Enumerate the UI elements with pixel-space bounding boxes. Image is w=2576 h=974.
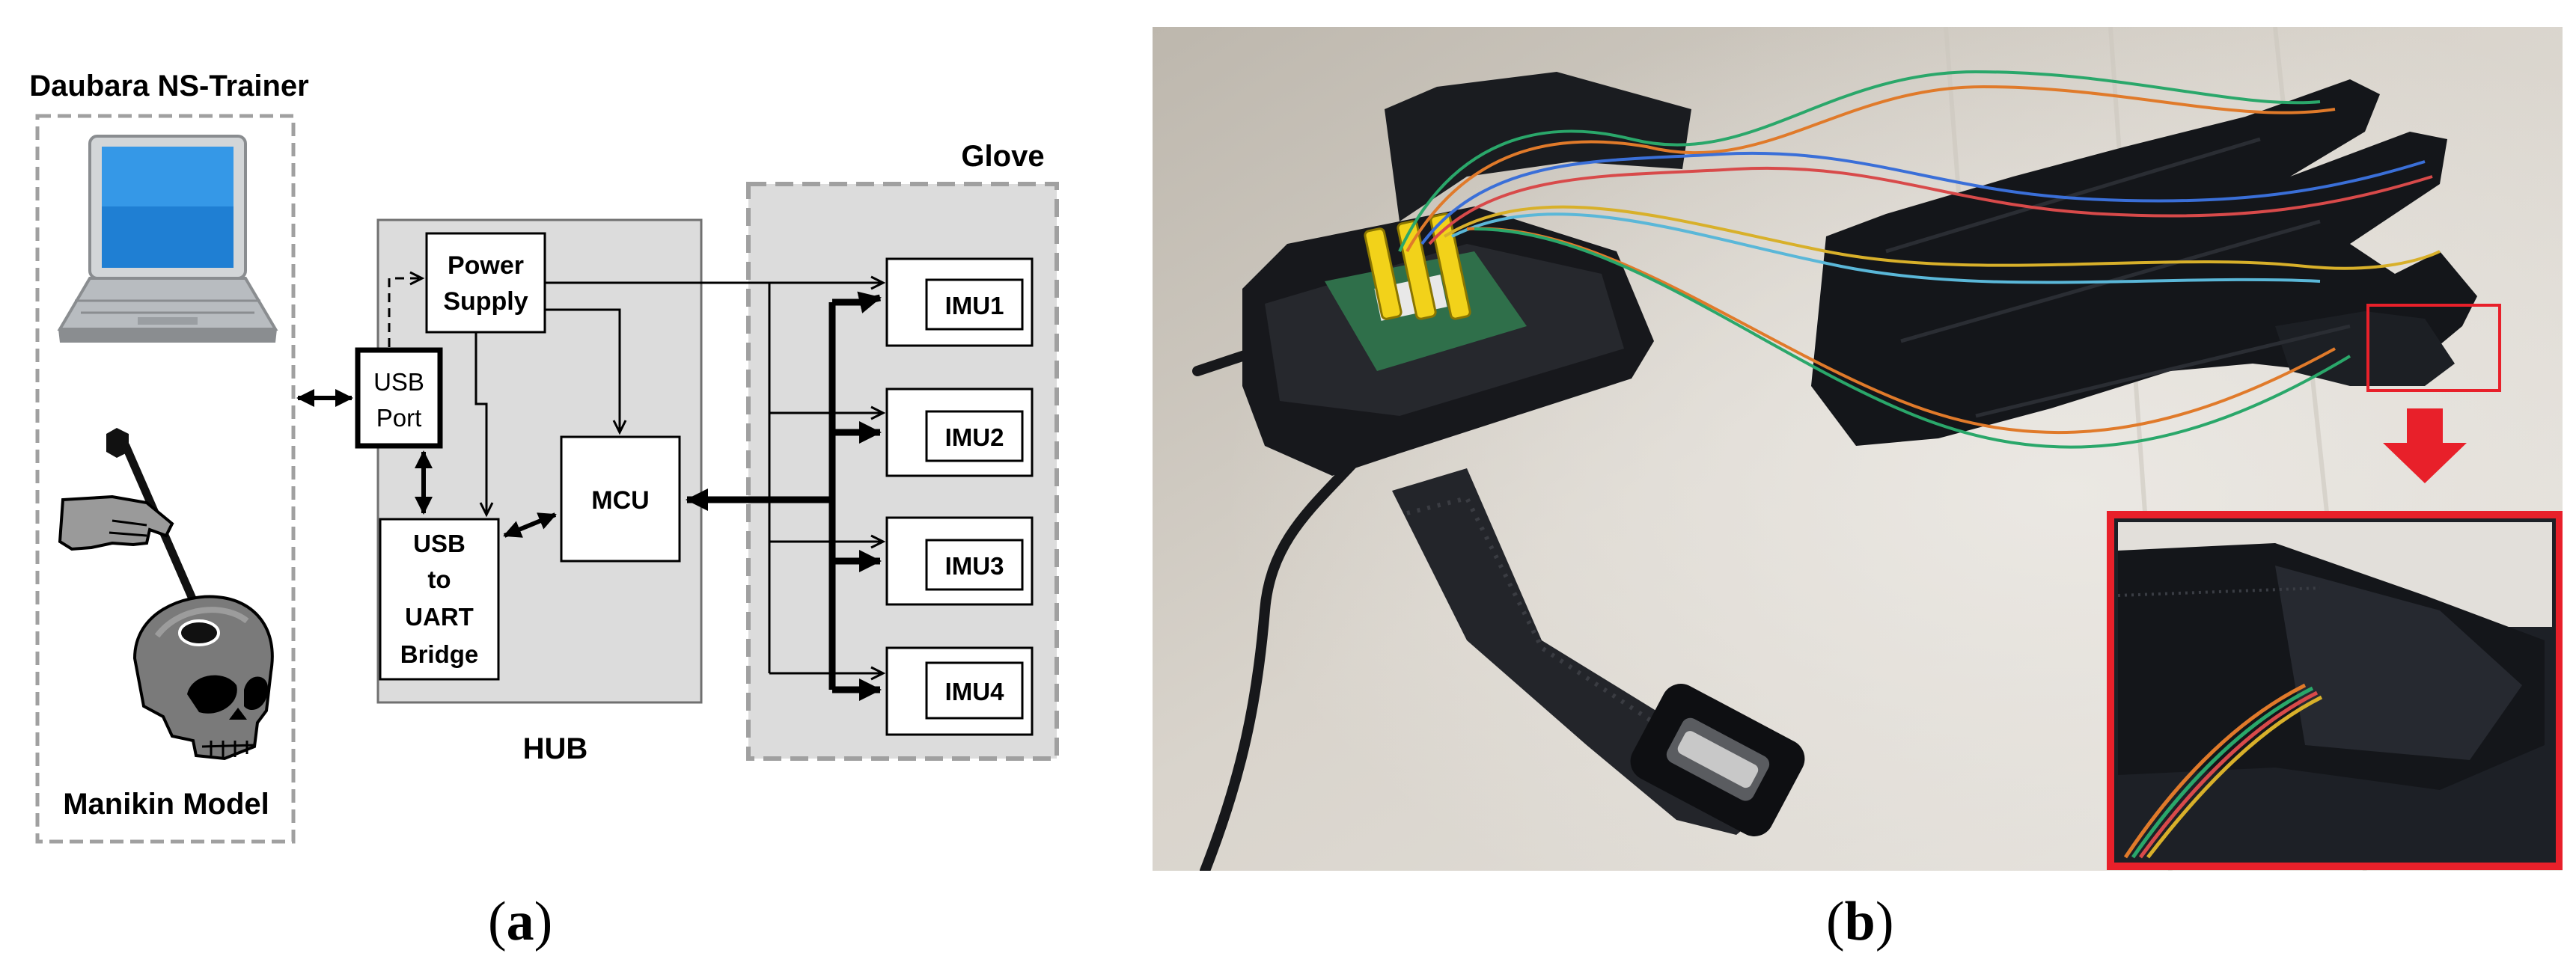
imu-block: IMU1 [885, 257, 1034, 347]
skull-manikin-icon [132, 595, 274, 761]
mcu-block [560, 435, 681, 563]
laptop-icon [57, 135, 278, 343]
caption-b: (b) [1826, 891, 1894, 952]
imu-block: IMU4 [885, 646, 1034, 736]
fingertip-highlight-box [2366, 304, 2501, 392]
usb-port-block [355, 347, 443, 449]
imu-label: IMU4 [945, 678, 1004, 705]
trainer-label: Daubara NS-Trainer [29, 70, 308, 102]
bridge-label-line1: USB [413, 530, 466, 557]
bridge-label-line4: Bridge [400, 640, 479, 668]
imu-block: IMU3 [885, 516, 1034, 606]
bridge-label-line2: to [427, 566, 451, 593]
hub-block-diagram: Daubara NS-Trainer Manikin Model HUB Glo… [29, 70, 1059, 844]
glove-prototype-photo [1153, 27, 2563, 871]
power-supply-block [425, 232, 546, 334]
bridge-label-line3: UART [405, 603, 474, 631]
imu-block: IMU2 [885, 388, 1034, 477]
trainer-group-box [35, 114, 296, 844]
mcu-label: MCU [591, 486, 649, 515]
hand-stylus-icon [58, 428, 207, 625]
usb-port-label-line2: Port [376, 404, 422, 432]
imu-label: IMU3 [945, 552, 1004, 580]
yellow-connectors [1364, 212, 1471, 320]
glove-label: Glove [961, 140, 1044, 173]
power-supply-label-line2: Supply [443, 287, 528, 316]
imu-label: IMU2 [945, 423, 1004, 451]
connection-lines [296, 271, 886, 701]
imu-label: IMU1 [945, 292, 1004, 319]
uart-bridge-block [379, 518, 500, 681]
zoom-inset [2107, 511, 2563, 870]
caption-b-letter: b [1844, 891, 1875, 952]
zoom-arrow-icon [2383, 408, 2467, 483]
power-supply-label-line1: Power [448, 251, 524, 280]
usb-port-label-line1: USB [373, 368, 424, 396]
caption-a: (a) [488, 891, 553, 952]
strap-buckle [1630, 684, 1805, 836]
wire-bundles [1398, 70, 2441, 449]
caption-a-letter: a [506, 891, 534, 952]
hub-label: HUB [523, 732, 588, 765]
manikin-label: Manikin Model [63, 788, 269, 821]
